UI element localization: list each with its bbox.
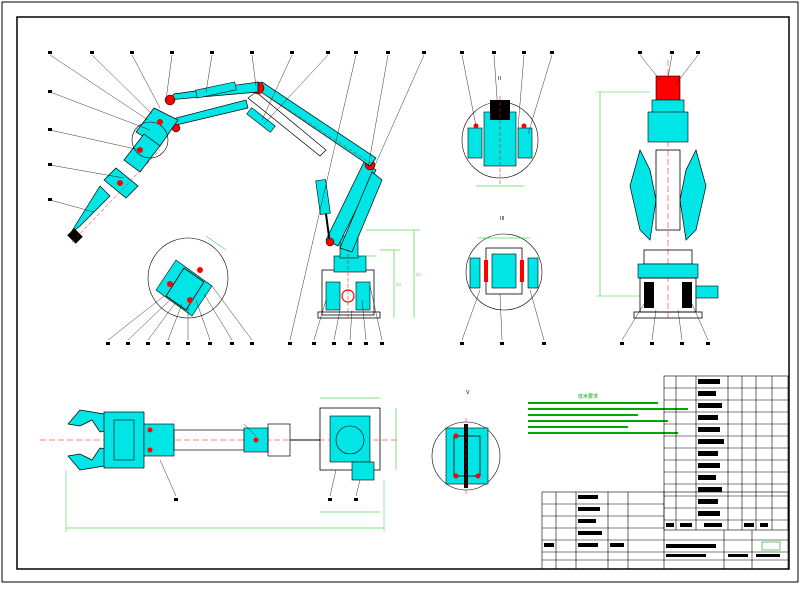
parts-list-text-marks xyxy=(666,379,768,527)
outer-border xyxy=(1,1,799,583)
detail-view-i xyxy=(107,235,253,341)
svg-text:II: II xyxy=(498,76,501,82)
title-block-highlight xyxy=(761,541,781,551)
inner-frame xyxy=(16,16,790,570)
title-block xyxy=(541,491,789,570)
balloon-labels xyxy=(48,51,710,501)
svg-text:▭: ▭ xyxy=(416,272,421,278)
tech-requirements-title: 技术要求 xyxy=(578,393,598,400)
tech-requirements: 技术要求 xyxy=(528,393,688,434)
svg-text:▭: ▭ xyxy=(396,282,401,288)
side-view-gripper xyxy=(596,54,719,341)
top-view-arm xyxy=(40,397,400,532)
detail-view-iii: III xyxy=(461,216,545,341)
svg-text:III: III xyxy=(500,216,504,222)
svg-text:V: V xyxy=(466,390,470,396)
detail-view-v: V xyxy=(431,390,501,494)
title-block-marks xyxy=(544,495,780,557)
parts-list-table xyxy=(663,375,789,531)
robot-arm-main-view: ▭ ▭ xyxy=(49,54,425,341)
detail-view-ii: II xyxy=(461,54,553,187)
